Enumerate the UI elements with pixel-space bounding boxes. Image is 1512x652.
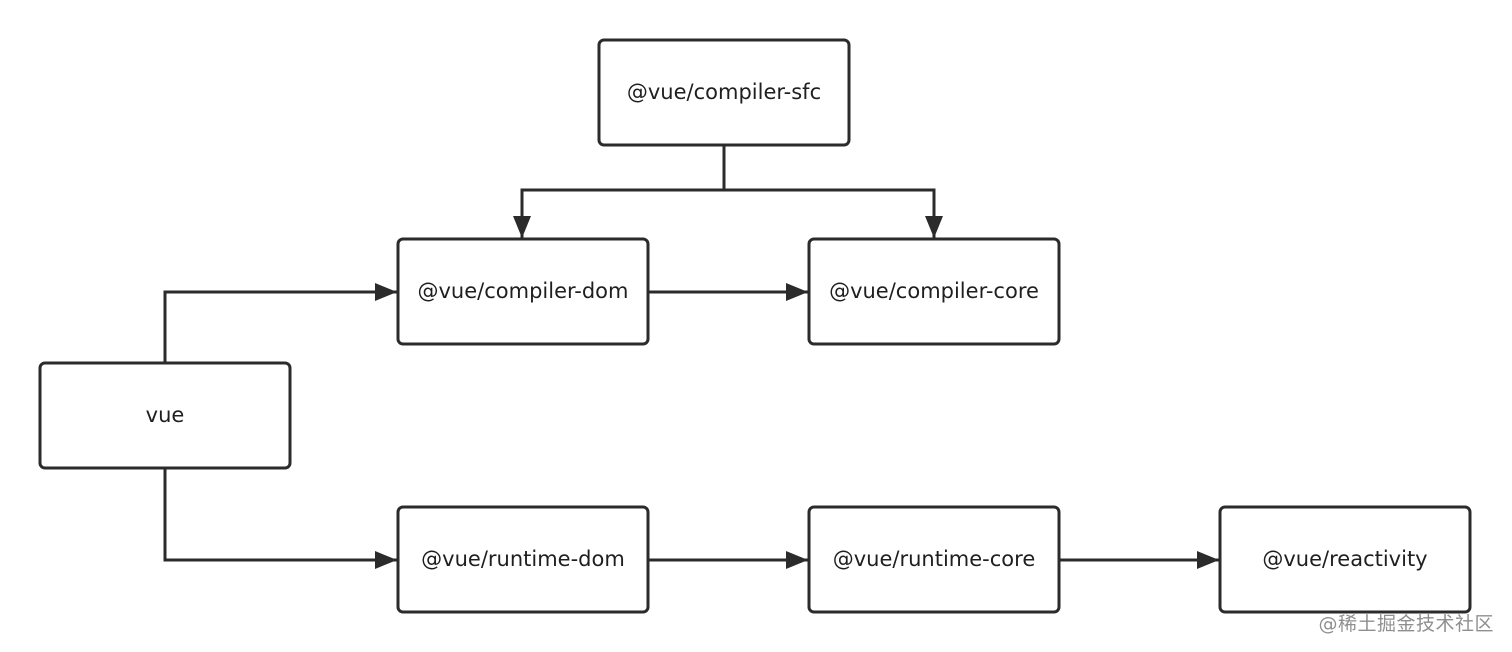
watermark-text: @稀土掘金技术社区	[1318, 613, 1494, 635]
node-compiler-dom-label: @vue/compiler-dom	[417, 279, 628, 303]
node-runtime-dom-label: @vue/runtime-dom	[421, 547, 625, 571]
node-vue: vue	[38, 361, 292, 470]
node-reactivity: @vue/reactivity	[1218, 505, 1472, 614]
node-runtime-dom: @vue/runtime-dom	[396, 505, 650, 614]
edge-compiler-sfc-to-compiler-dom	[513, 145, 726, 238]
node-runtime-core: @vue/runtime-core	[807, 505, 1061, 614]
edge-vue-to-compiler-dom	[163, 283, 397, 362]
node-reactivity-label: @vue/reactivity	[1262, 547, 1427, 571]
node-compiler-core: @vue/compiler-core	[807, 237, 1061, 346]
node-compiler-sfc: @vue/compiler-sfc	[597, 38, 851, 147]
node-compiler-sfc-label: @vue/compiler-sfc	[627, 80, 821, 104]
edge-vue-to-runtime-dom	[163, 468, 397, 569]
node-compiler-dom: @vue/compiler-dom	[396, 237, 650, 346]
edge-compiler-sfc-to-compiler-core	[724, 188, 943, 238]
node-runtime-core-label: @vue/runtime-core	[833, 547, 1036, 571]
node-vue-label: vue	[146, 403, 185, 427]
node-compiler-core-label: @vue/compiler-core	[829, 279, 1039, 303]
